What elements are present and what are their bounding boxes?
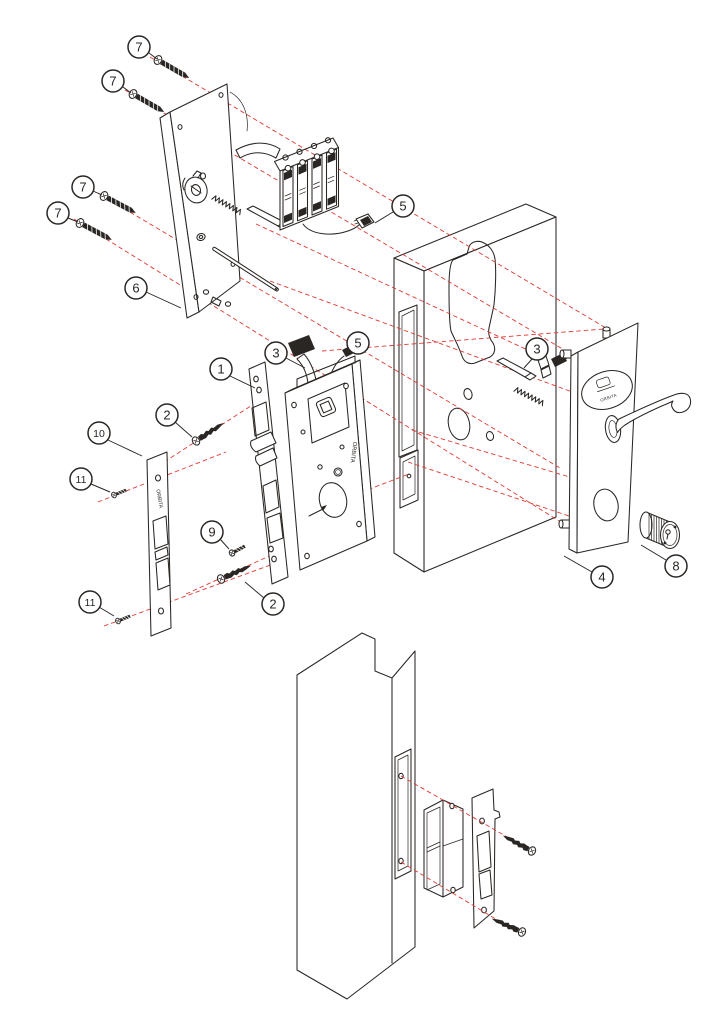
lever-handle (615, 392, 692, 434)
lock-body-brand: ORBITA (349, 441, 358, 463)
callout-5b: 5 (346, 331, 370, 356)
faceplate-screw (114, 612, 132, 626)
callout-2b: 2 (244, 581, 285, 616)
small-screw (227, 542, 247, 558)
door-panel (393, 203, 557, 573)
deadlatch-guard (254, 447, 278, 467)
door-hole-small-lower (485, 431, 495, 441)
callout-11b: 11 (78, 590, 115, 617)
door-hole-cylinder (447, 407, 471, 441)
door-frame-jamb (296, 632, 416, 1000)
callout-2a: 2 (155, 403, 193, 438)
badge-brand: ORBITA (600, 392, 618, 402)
lock-cylinder-hole (318, 482, 348, 518)
interior-back-plate (159, 83, 290, 319)
callout-3a: 3 (264, 341, 306, 369)
callout-10: 10 (87, 421, 143, 457)
dust-box (423, 799, 464, 898)
interior-handle (235, 142, 281, 159)
card-icon (595, 376, 615, 393)
svg-text:1: 1 (217, 362, 224, 377)
callout-7c: 7 (71, 175, 103, 199)
battery-connector (353, 213, 375, 229)
callout-3b: 3 (523, 337, 549, 369)
callout-11a: 11 (69, 467, 111, 493)
strike-screw (500, 831, 538, 858)
callouts: 7 7 7 7 6 5 3 5 (46, 35, 688, 617)
battery-cells (282, 148, 338, 228)
battery-wire (302, 223, 361, 235)
card-reader-badge: ORBITA (581, 370, 633, 410)
exterior-front-plate: ORBITA (558, 322, 692, 554)
mortise-cylinder (639, 511, 681, 550)
thumbturn (182, 170, 208, 204)
svg-text:9: 9 (208, 525, 215, 540)
svg-text:4: 4 (598, 570, 605, 585)
callout-6: 6 (124, 276, 182, 309)
lock-faceplate-edge (248, 361, 289, 585)
strike-plate (471, 788, 501, 929)
mounting-screw (127, 87, 168, 117)
svg-text:11: 11 (76, 474, 87, 486)
svg-text:7: 7 (135, 40, 142, 55)
spindle-hub (315, 396, 337, 418)
svg-text:3: 3 (533, 342, 540, 357)
door-hole-small-upper (463, 388, 473, 400)
svg-text:3: 3 (272, 346, 279, 361)
door-edge-latch-pocket (399, 449, 419, 509)
svg-text:8: 8 (672, 559, 679, 574)
strike-screw (489, 914, 528, 938)
svg-text:5: 5 (354, 336, 361, 351)
connecting-rod (212, 246, 279, 292)
svg-text:7: 7 (54, 206, 61, 221)
door-lock-cutout (448, 240, 497, 365)
svg-text:2: 2 (269, 597, 276, 612)
callout-7b: 7 (101, 69, 132, 94)
back-plate-fittings (202, 289, 232, 307)
svg-text:7: 7 (109, 74, 116, 89)
callout-4: 4 (563, 555, 614, 589)
battery-pack (273, 137, 375, 235)
svg-text:2: 2 (163, 408, 170, 423)
svg-text:7: 7 (79, 180, 86, 195)
cylinder-hole (593, 488, 619, 522)
lock-screw-top (190, 418, 227, 448)
callout-9: 9 (200, 520, 230, 550)
svg-text:6: 6 (132, 281, 139, 296)
latch-bolt (250, 431, 277, 453)
callout-7d: 7 (46, 201, 79, 225)
callout-8: 8 (640, 544, 688, 578)
callout-1: 1 (209, 357, 256, 389)
finish-faceplate: ORBITA (146, 451, 172, 637)
svg-text:11: 11 (85, 597, 96, 609)
svg-text:5: 5 (399, 199, 406, 214)
mortise-lock-body: ORBITA (248, 335, 376, 585)
callout-5a: 5 (374, 194, 415, 224)
svg-text:10: 10 (93, 428, 105, 440)
faceplate-brand: ORBITA (154, 489, 163, 509)
callout-7a: 7 (127, 35, 158, 60)
faceplate-screw (110, 486, 128, 500)
